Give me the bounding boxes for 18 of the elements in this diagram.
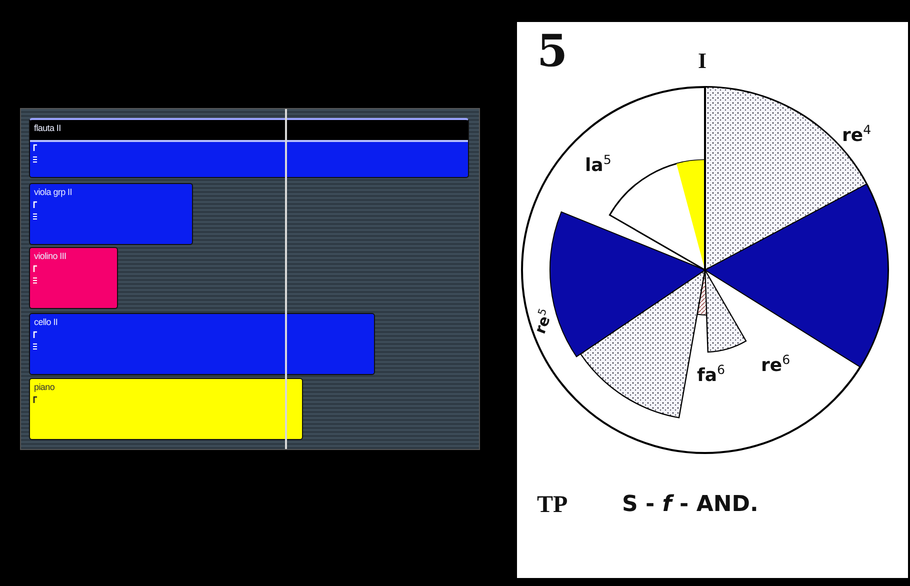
section-marker: I [698, 48, 707, 74]
track-region [29, 378, 303, 440]
pitch-label: re$^{4}$ [842, 122, 872, 146]
track-region [29, 118, 469, 178]
track-region [29, 313, 375, 375]
figure-number: 5 [537, 26, 568, 77]
pitch-label: fa$^{6}$ [697, 362, 725, 386]
track-label: viola grp II [34, 187, 72, 197]
track-region [29, 183, 193, 245]
track-label: cello II [34, 317, 58, 327]
track-region [29, 247, 118, 309]
pitch-label: re$^{6}$ [761, 352, 790, 376]
notation-text: S - f - AND. [622, 492, 758, 517]
pitch-label: la$^{5}$ [585, 152, 612, 176]
track-label: violino III [34, 251, 66, 261]
track-label: piano [34, 382, 55, 392]
track-label: flauta II [34, 123, 61, 133]
notation-text: TP [537, 492, 568, 519]
